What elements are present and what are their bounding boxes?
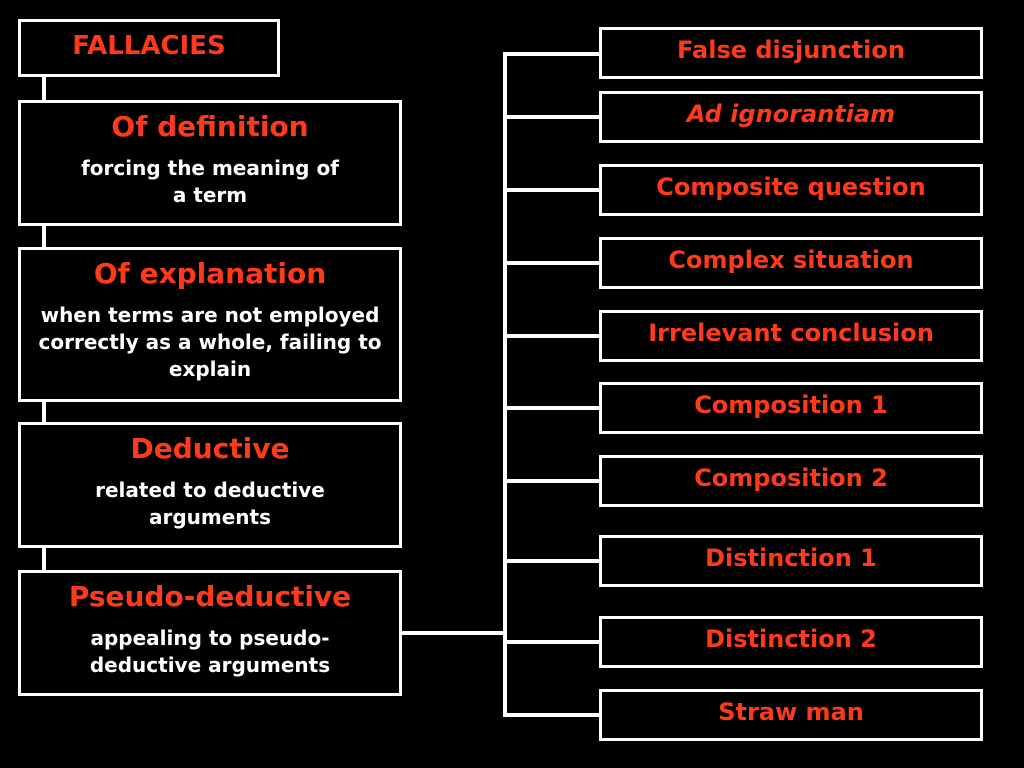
bracket-tick <box>503 188 603 192</box>
subtype-node-ad-ignorantiam: Ad ignorantiam <box>599 91 983 143</box>
subtype-label: False disjunction <box>677 36 905 64</box>
category-description: forcing the meaning of a term <box>81 156 339 207</box>
subtype-label: Composition 1 <box>694 391 888 419</box>
bracket-tick <box>503 713 603 717</box>
root-node-label: FALLACIES <box>72 31 226 61</box>
subtype-label: Straw man <box>718 698 864 726</box>
subtype-label: Complex situation <box>668 246 914 274</box>
category-description: when terms are not employed correctly as… <box>38 303 382 381</box>
category-title: Deductive <box>130 432 290 465</box>
category-description: appealing to pseudo-deductive arguments <box>89 626 331 677</box>
category-description: related to deductive arguments <box>95 478 325 529</box>
category-title: Of definition <box>111 110 309 143</box>
subtype-label: Ad ignorantiam <box>686 100 896 128</box>
bracket-tick <box>503 115 603 119</box>
bracket-tick <box>503 334 603 338</box>
category-node-deductive: Deductive related to deductive arguments <box>18 422 402 548</box>
category-node-pseudo-deductive: Pseudo-deductive appealing to pseudo-ded… <box>18 570 402 696</box>
bracket-tick <box>503 479 603 483</box>
subtype-node-complex-situation: Complex situation <box>599 237 983 289</box>
bracket-tick <box>503 640 603 644</box>
bracket-tick <box>503 52 603 56</box>
pseudo-deductive-to-bracket-connector <box>399 631 505 635</box>
category-node-of-explanation: Of explanation when terms are not employ… <box>18 247 402 402</box>
bracket-tick <box>503 406 603 410</box>
bracket-tick <box>503 261 603 265</box>
category-title: Pseudo-deductive <box>68 580 352 613</box>
subtype-node-composite-question: Composite question <box>599 164 983 216</box>
right-bracket-spine <box>503 52 507 717</box>
subtype-node-distinction-2: Distinction 2 <box>599 616 983 668</box>
root-node-fallacies: FALLACIES <box>18 19 280 77</box>
bracket-tick <box>503 559 603 563</box>
subtype-label: Composition 2 <box>694 464 888 492</box>
subtype-node-composition-2: Composition 2 <box>599 455 983 507</box>
subtype-node-distinction-1: Distinction 1 <box>599 535 983 587</box>
subtype-node-irrelevant-conclusion: Irrelevant conclusion <box>599 310 983 362</box>
subtype-label: Irrelevant conclusion <box>648 319 934 347</box>
subtype-node-straw-man: Straw man <box>599 689 983 741</box>
subtype-label: Distinction 1 <box>705 544 877 572</box>
subtype-node-false-disjunction: False disjunction <box>599 27 983 79</box>
subtype-node-composition-1: Composition 1 <box>599 382 983 434</box>
category-title: Of explanation <box>93 257 327 290</box>
subtype-label: Distinction 2 <box>705 625 877 653</box>
category-node-of-definition: Of definition forcing the meaning of a t… <box>18 100 402 226</box>
subtype-label: Composite question <box>656 173 926 201</box>
